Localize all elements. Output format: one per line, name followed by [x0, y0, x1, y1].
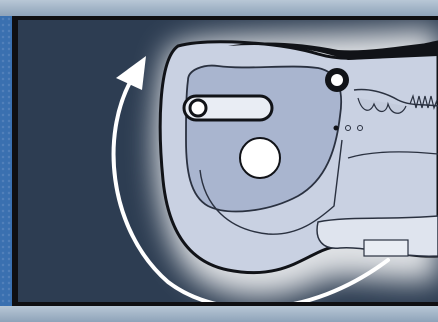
illustration-viewport — [18, 20, 438, 302]
pivot-pin-icon — [325, 68, 349, 92]
indicator-dot — [334, 126, 339, 131]
frame-bottom-bar — [0, 306, 438, 322]
main-pivot — [240, 138, 280, 178]
illustration-panel — [12, 16, 438, 306]
mechanism-illustration — [18, 20, 438, 302]
lower-panel-tab — [364, 240, 408, 256]
frame-left-strip — [0, 16, 12, 306]
frame-top-bar — [0, 0, 438, 16]
slot-pin — [190, 100, 206, 116]
